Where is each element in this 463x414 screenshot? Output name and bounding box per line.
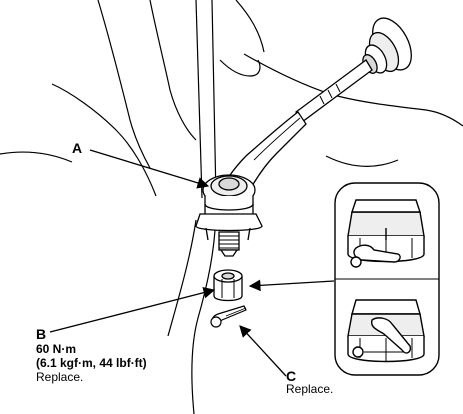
castle-nut-icon <box>213 269 243 302</box>
callout-c-note: Replace. <box>286 382 334 396</box>
callout-b-label: B <box>36 326 47 342</box>
callout-c-label: C <box>286 368 297 384</box>
callout-b-torque-alt: (6.1 kgf·m, 44 lbf·ft) <box>36 356 147 370</box>
callout-a-arrow <box>89 149 210 189</box>
callout-b-note: Replace. <box>36 370 84 384</box>
cotter-pin-icon <box>210 305 247 328</box>
tie-rod-end-icon <box>195 17 412 257</box>
leader-arrows <box>49 149 335 377</box>
callout-c-arrow <box>239 325 287 377</box>
detail-view-arrow <box>248 279 335 292</box>
callout-b-arrow <box>49 286 216 333</box>
nut-detail-icon <box>334 182 440 376</box>
callout-a-label: A <box>72 140 83 156</box>
callout-b-torque: 60 N·m <box>36 342 77 356</box>
